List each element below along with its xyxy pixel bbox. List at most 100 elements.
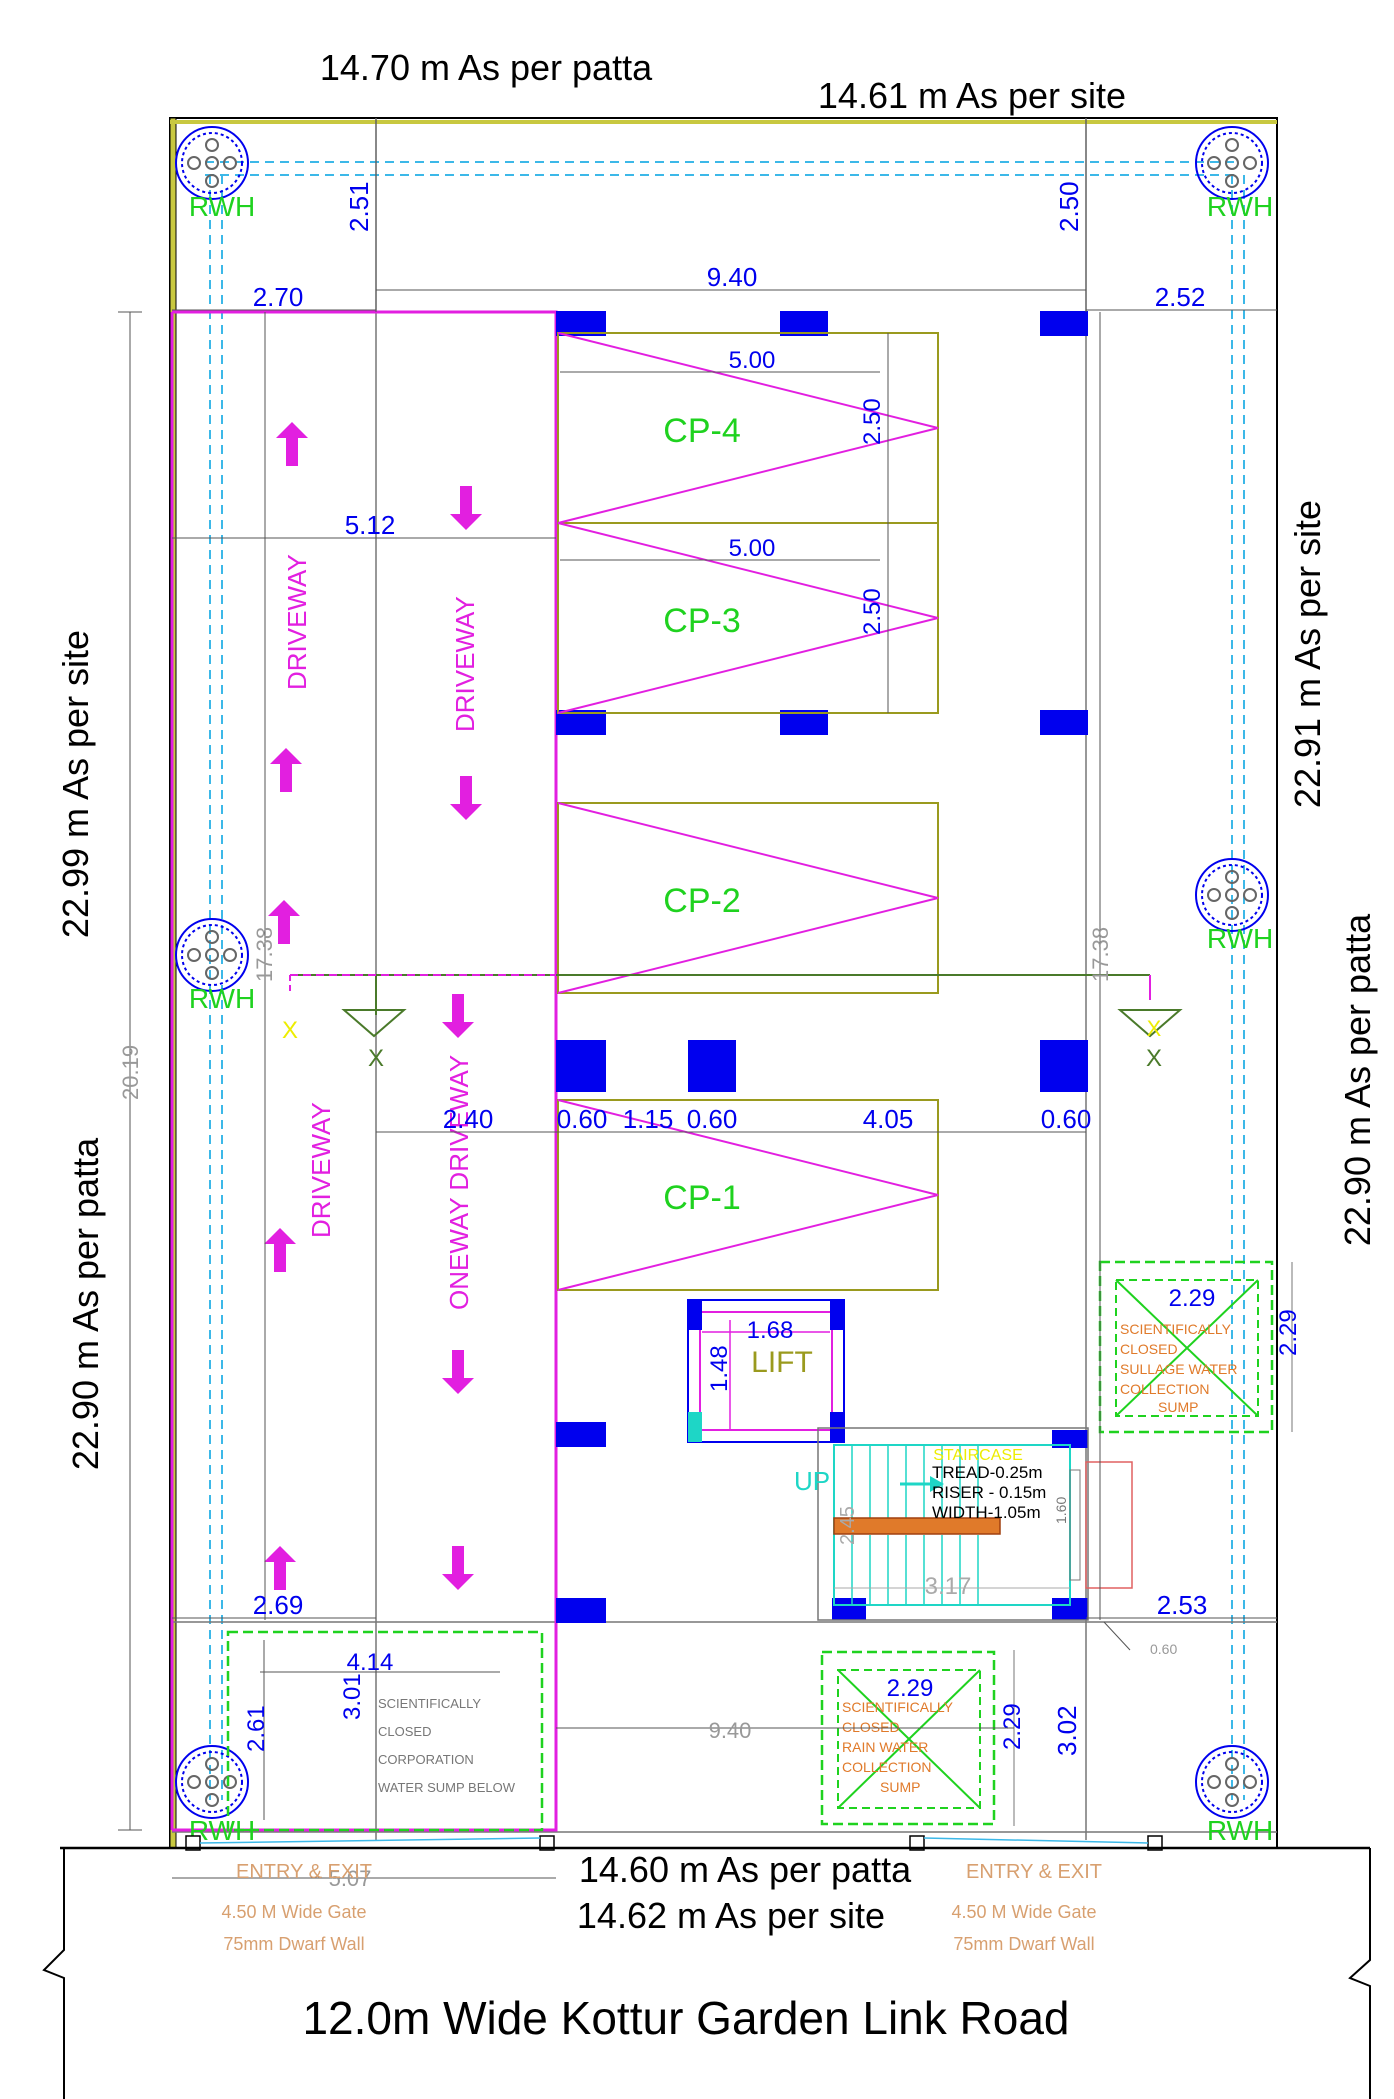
corp-sump-dim-w: 4.14: [347, 1649, 394, 1676]
dim-gap-small: 0.60: [1150, 1641, 1177, 1657]
sullage-sump-dim-w: 2.29: [1169, 1285, 1216, 1312]
rain-sump-line-3: RAIN WATER: [842, 1739, 928, 1755]
lift-width-dim: 1.68: [747, 1317, 794, 1344]
boundary-left-patta: 22.90 m As per patta: [65, 1137, 106, 1470]
gate-right-line-3: 75mm Dwarf Wall: [953, 1934, 1094, 1954]
rwh-pit-mid-right-icon: [1195, 858, 1269, 932]
corp-sump-line-2: CLOSED: [378, 1724, 431, 1739]
driveway-label-left-upper: DRIVEWAY: [282, 554, 312, 690]
staircase-tread: TREAD-0.25m: [932, 1463, 1043, 1482]
cp4-width-dim: 2.50: [859, 398, 886, 445]
gate-right-line-2: 4.50 M Wide Gate: [951, 1902, 1096, 1922]
dim-row-1: 2.40: [443, 1104, 494, 1134]
dim-driveway-width: 5.12: [345, 510, 396, 540]
svg-text:X: X: [282, 1017, 298, 1044]
rain-sump-line-4: COLLECTION: [842, 1759, 931, 1775]
parking-bays: [557, 332, 939, 1291]
structural-columns: [556, 311, 1088, 1623]
road: [42, 1846, 1371, 2099]
sullage-sump-line-1: SCIENTIFICALLY: [1120, 1321, 1232, 1337]
dim-row-2: 0.60: [557, 1104, 608, 1134]
staircase-width: WIDTH-1.05m: [932, 1503, 1041, 1522]
sullage-sump-line-4: COLLECTION: [1120, 1381, 1209, 1397]
rain-sump-dim-h: 2.29: [999, 1703, 1026, 1750]
rwh-label-mid-right: RWH: [1207, 923, 1273, 954]
driveway-up-arrow-icons: [264, 422, 308, 1590]
rwh-label-bottom-right: RWH: [1207, 1815, 1273, 1846]
inspection-chamber-right-icon: X X: [1117, 1009, 1183, 1072]
dim-row-3: 1.15: [623, 1104, 674, 1134]
driveway-down-arrow-icons: [442, 486, 482, 1590]
rain-sump-dim-w: 2.29: [887, 1675, 934, 1702]
inspection-chamber-left-icon: X X: [282, 1009, 407, 1072]
svg-text:X: X: [1147, 1016, 1162, 1041]
rwh-pit-top-left-icon: [175, 126, 249, 200]
corp-sump-dim-h: 2.61: [243, 1705, 270, 1752]
dim-side-left-bottom: 2.69: [253, 1590, 304, 1620]
gate-left-line-3: 75mm Dwarf Wall: [223, 1934, 364, 1954]
rain-sump-line-5: SUMP: [880, 1779, 920, 1795]
rwh-pit-bottom-left-icon: [175, 1745, 249, 1819]
staircase-depth-dim: 2.45: [837, 1506, 859, 1545]
sullage-sump: [1098, 1260, 1293, 1434]
dim-side-left-top: 2.70: [253, 282, 304, 312]
dim-building-width: 9.40: [707, 262, 758, 292]
rwh-label-top-left: RWH: [189, 191, 255, 222]
gate-left-line-2: 4.50 M Wide Gate: [221, 1902, 366, 1922]
dim-row-6: 0.60: [1041, 1104, 1092, 1134]
boundary-bottom-patta: 14.60 m As per patta: [579, 1849, 912, 1890]
staircase-side-dim: 1.60: [1053, 1497, 1069, 1524]
sullage-sump-line-5: SUMP: [1158, 1399, 1198, 1415]
boundary-top-patta: 14.70 m As per patta: [320, 47, 653, 88]
boundary-right-patta: 22.90 m As per patta: [1337, 913, 1378, 1246]
rwh-pit-bottom-right-icon: [1195, 1745, 1269, 1819]
rwh-label-top-right: RWH: [1207, 191, 1273, 222]
dim-side-right-top: 2.52: [1155, 282, 1206, 312]
boundary-left-site: 22.99 m As per site: [55, 630, 96, 938]
gate-left-line-1: ENTRY & EXIT: [236, 1861, 372, 1883]
corp-sump-dim-h2: 3.01: [339, 1673, 366, 1720]
rwh-pit-icons: [175, 126, 1269, 1819]
road-label: 12.0m Wide Kottur Garden Link Road: [302, 1992, 1069, 2044]
corp-sump-line-3: CORPORATION: [378, 1752, 474, 1767]
lift-depth-dim: 1.48: [706, 1345, 733, 1392]
sullage-sump-line-3: SULLAGE WATER: [1120, 1361, 1237, 1377]
boundary-right-site: 22.91 m As per site: [1287, 500, 1328, 808]
rain-sump-line-1: SCIENTIFICALLY: [842, 1699, 954, 1715]
dim-side-right-bottom: 2.53: [1157, 1590, 1208, 1620]
boundary-bottom-site: 14.62 m As per site: [577, 1895, 885, 1936]
rwh-label-mid-left: RWH: [189, 983, 255, 1014]
cp3-length-dim: 5.00: [729, 535, 776, 562]
dim-row-4: 0.60: [687, 1104, 738, 1134]
parking-label-cp4: CP-4: [663, 412, 740, 450]
dim-front-width: 9.40: [709, 1718, 752, 1743]
driveway-label-center-upper: DRIVEWAY: [450, 596, 480, 732]
cp3-width-dim: 2.50: [859, 588, 886, 635]
gate-right-line-1: ENTRY & EXIT: [966, 1861, 1102, 1883]
staircase-up-label: UP: [794, 1466, 830, 1496]
staircase-riser: RISER - 0.15m: [932, 1483, 1046, 1502]
staircase-width-dim: 3.17: [925, 1573, 972, 1600]
dimension-lines: [118, 118, 1277, 1879]
sullage-sump-dim-h: 2.29: [1275, 1309, 1302, 1356]
rwh-pit-mid-left-icon: [175, 918, 249, 992]
dim-gate-offset: 5.07: [329, 1866, 372, 1891]
driveway-label-center-lower: ONEWAY DRIVEWAY: [444, 1055, 474, 1310]
dim-setback-top-right: 2.50: [1054, 181, 1084, 232]
parking-label-cp2: CP-2: [663, 882, 740, 920]
drain-line: [289, 974, 1151, 1015]
staircase: [817, 1427, 1133, 1621]
parking-label-cp1: CP-1: [663, 1179, 740, 1217]
lift-core: [687, 1299, 845, 1443]
corp-sump-line-1: SCIENTIFICALLY: [378, 1696, 481, 1711]
dim-setback-top-left: 2.51: [344, 181, 374, 232]
dim-plot-depth: 20.19: [118, 1045, 143, 1100]
dim-building-depth-right: 17.38: [1088, 927, 1113, 982]
cp4-length-dim: 5.00: [729, 347, 776, 374]
dim-row-5: 4.05: [863, 1104, 914, 1134]
corporation-water-sump: [226, 1630, 544, 1832]
svg-text:X: X: [368, 1045, 384, 1072]
svg-text:X: X: [1146, 1045, 1162, 1072]
sullage-sump-line-2: CLOSED: [1120, 1341, 1178, 1357]
